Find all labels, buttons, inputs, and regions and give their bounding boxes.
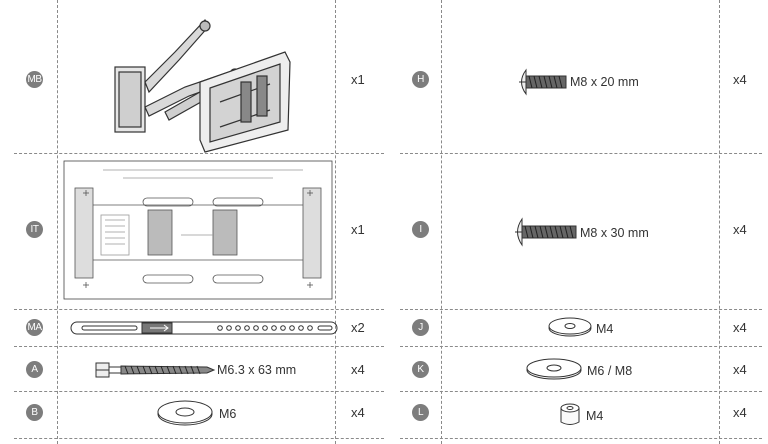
part-quantity: x4 xyxy=(733,405,747,420)
column-divider xyxy=(719,0,720,444)
part-id-badge: H xyxy=(412,71,429,88)
part-id-badge: B xyxy=(26,404,43,421)
washer-icon xyxy=(548,317,592,337)
washer-icon xyxy=(526,358,582,380)
column-divider xyxy=(441,0,442,444)
row-divider xyxy=(400,346,762,347)
screw-icon xyxy=(519,68,567,96)
part-quantity: x4 xyxy=(351,405,365,420)
part-size-label: M8 x 20 mm xyxy=(570,75,639,89)
part-size-label: M4 xyxy=(596,322,614,336)
part-quantity: x4 xyxy=(733,72,747,87)
part-quantity: x4 xyxy=(733,320,747,335)
column-divider xyxy=(335,0,336,444)
row-divider xyxy=(14,153,384,154)
lag-bolt-icon xyxy=(95,362,216,378)
row-divider xyxy=(14,346,384,347)
row-divider xyxy=(400,309,762,310)
row-divider xyxy=(400,391,762,392)
part-size-label: M8 x 30 mm xyxy=(580,226,649,240)
part-id-badge: MA xyxy=(26,319,43,336)
part-quantity: x1 xyxy=(351,222,365,237)
row-divider xyxy=(14,438,384,439)
part-id-badge: K xyxy=(412,361,429,378)
mount-bracket-icon xyxy=(114,19,291,153)
part-id-badge: MB xyxy=(26,71,43,88)
part-quantity: x1 xyxy=(351,72,365,87)
spacer-icon xyxy=(560,403,580,425)
part-quantity: x2 xyxy=(351,320,365,335)
washer-icon xyxy=(157,400,213,426)
row-divider xyxy=(400,438,762,439)
row-divider xyxy=(400,153,762,154)
part-size-label: M6.3 x 63 mm xyxy=(217,363,297,377)
part-size-label: M4 xyxy=(586,409,604,423)
part-quantity: x4 xyxy=(733,222,747,237)
part-size-label: M6 xyxy=(219,407,237,421)
part-id-badge: I xyxy=(412,221,429,238)
mounting-arm-rail-icon xyxy=(70,321,338,335)
screw-icon xyxy=(515,217,577,247)
part-id-badge: J xyxy=(412,319,429,336)
part-id-badge: IT xyxy=(26,221,43,238)
column-divider xyxy=(57,0,58,444)
row-divider xyxy=(14,309,384,310)
part-id-badge: L xyxy=(412,404,429,421)
row-divider xyxy=(14,391,384,392)
part-size-label: M6 / M8 xyxy=(587,364,633,378)
wall-template-drawing xyxy=(63,160,333,300)
part-quantity: x4 xyxy=(351,362,365,377)
part-quantity: x4 xyxy=(733,362,747,377)
part-id-badge: A xyxy=(26,361,43,378)
